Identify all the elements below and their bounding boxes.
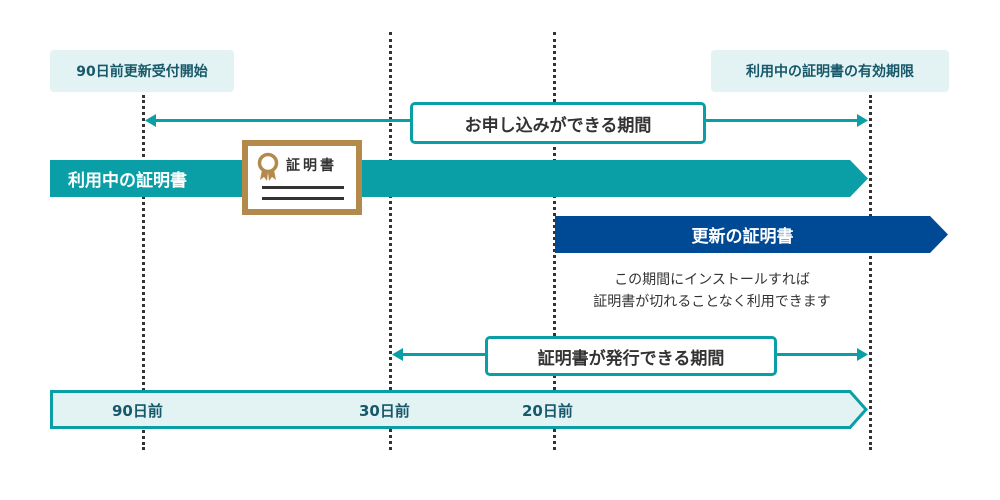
certificate-card-line-1 — [262, 186, 344, 189]
install-note: この期間にインストールすれば 証明書が切れることなく利用できます — [555, 269, 869, 313]
guide-line-30-days — [389, 32, 392, 450]
application-arrow-right-icon — [857, 114, 868, 127]
install-note-line-1: この期間にインストールすれば — [614, 272, 810, 288]
renewal-cert-bar — [555, 216, 948, 253]
guide-line-expiry — [869, 95, 872, 450]
issuance-arrow-left-icon — [392, 348, 403, 361]
certificate-card-line-2 — [262, 197, 344, 200]
certificate-card: 証明書 — [242, 140, 362, 215]
current-cert-label: 利用中の証明書 — [68, 171, 187, 191]
award-ribbon-icon — [257, 152, 279, 181]
certificate-card-title: 証明書 — [286, 158, 337, 174]
issuance-period-label: 証明書が発行できる期間 — [485, 336, 777, 376]
timeline-bar — [50, 390, 869, 429]
guide-line-90-days — [142, 95, 145, 450]
issuance-arrow-right-icon — [857, 348, 868, 361]
renewal-cert-label: 更新の証明書 — [691, 227, 794, 247]
expiry-milestone-label: 利用中の証明書の有効期限 — [746, 64, 914, 80]
application-arrow-left-icon — [145, 114, 156, 127]
timeline-tick-20-days: 20日前 — [522, 402, 573, 420]
guide-line-20-days — [553, 32, 556, 450]
install-note-line-2: 証明書が切れることなく利用できます — [593, 294, 831, 310]
expiry-milestone-tag: 利用中の証明書の有効期限 — [711, 50, 949, 92]
timeline-tick-30-days: 30日前 — [359, 402, 410, 420]
start-milestone-tag: 90日前更新受付開始 — [50, 50, 234, 92]
start-milestone-label: 90日前更新受付開始 — [76, 64, 208, 80]
timeline-tick-90-days: 90日前 — [112, 402, 163, 420]
application-period-label: お申し込みができる期間 — [410, 102, 706, 144]
